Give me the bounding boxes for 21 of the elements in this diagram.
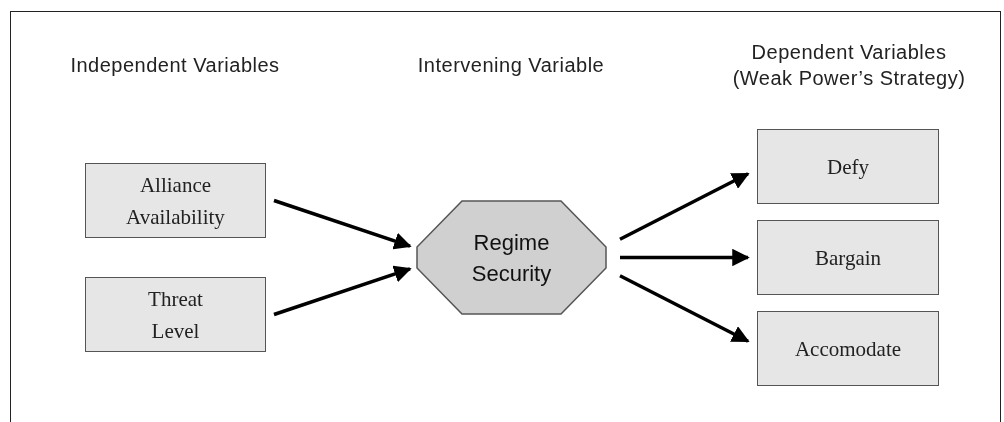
node-text: Threat Level (147, 285, 204, 345)
octagon-node (417, 201, 606, 314)
node-text: Regime Security (470, 228, 553, 288)
arrow (620, 248, 750, 267)
variable-box (85, 163, 266, 238)
variable-box (757, 220, 939, 295)
variable-box (757, 311, 939, 386)
column-heading: Intervening Variable (417, 53, 605, 77)
node-text: Bargain (813, 244, 883, 272)
column-heading: Independent Variables (70, 53, 280, 77)
arrow (273, 198, 412, 250)
arrow (619, 172, 750, 241)
variable-box (85, 277, 266, 352)
column-heading: (Weak Power’s Strategy) (732, 66, 966, 90)
node-text: Defy (826, 153, 870, 181)
node-text: Alliance Availability (125, 171, 226, 231)
node-text: Accomodate (793, 335, 903, 363)
arrow (619, 274, 750, 343)
column-heading: Dependent Variables (751, 40, 947, 64)
variable-box (757, 129, 939, 204)
arrow (273, 265, 412, 317)
